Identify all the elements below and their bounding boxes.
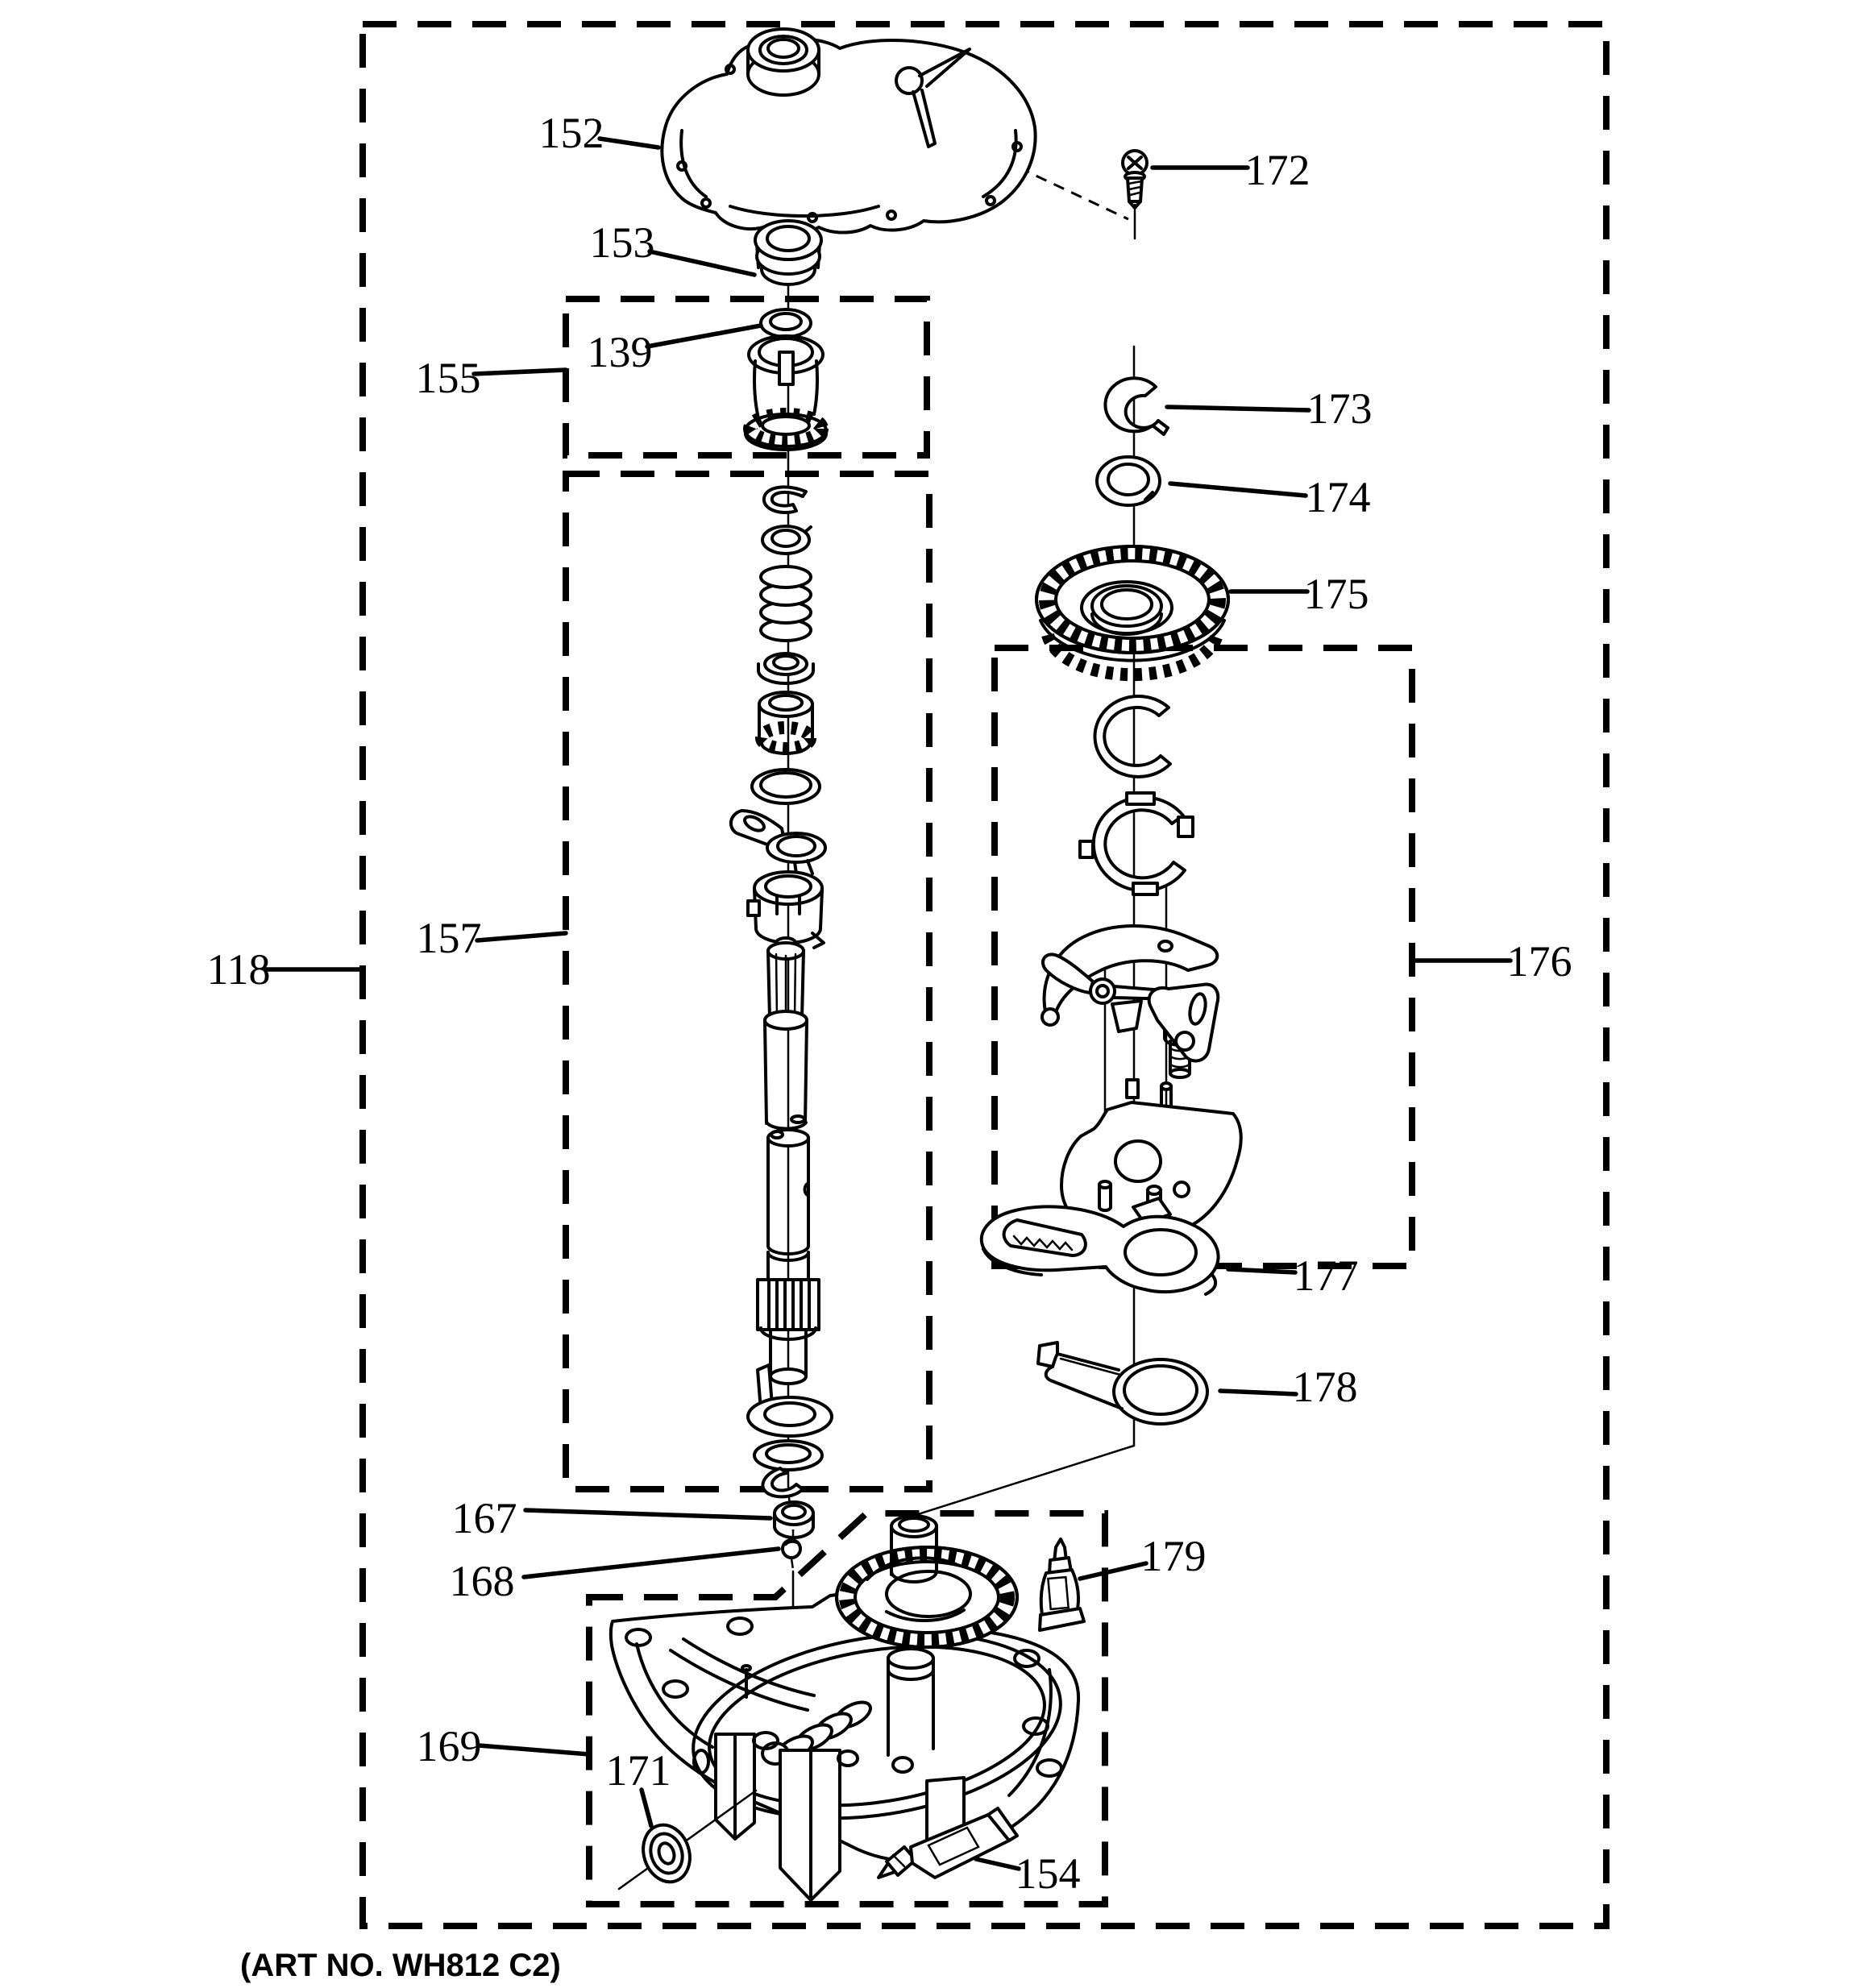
housing-legs xyxy=(714,1733,966,1902)
leader-lines xyxy=(264,136,1513,1871)
art-number: (ART NO. WH812 C2) xyxy=(240,1948,561,1983)
part-screw-172 xyxy=(1121,149,1148,210)
cup-washer xyxy=(757,652,815,685)
callout-168: 168 xyxy=(450,1557,515,1605)
tabbed-washer xyxy=(746,1363,833,1438)
leader-167 xyxy=(523,1508,773,1521)
retaining-clip xyxy=(762,485,808,514)
leader-169 xyxy=(476,1743,592,1757)
leader-153 xyxy=(647,249,757,277)
part-gear-case-cover-152 xyxy=(660,27,1037,234)
leader-171 xyxy=(639,1787,654,1828)
callout-167: 167 xyxy=(452,1494,517,1542)
seal-axis-line xyxy=(617,1789,758,1890)
callout-178: 178 xyxy=(1293,1363,1358,1411)
boundary-boxes xyxy=(359,21,1610,1929)
leader-168 xyxy=(521,1546,781,1579)
part-seal-153 xyxy=(754,219,823,286)
callout-171: 171 xyxy=(606,1746,671,1795)
leader-139 xyxy=(645,323,763,349)
callout-155: 155 xyxy=(416,354,481,402)
box-176 xyxy=(991,645,1415,1269)
leader-177 xyxy=(1226,1267,1298,1275)
shift-cam-lever xyxy=(729,809,827,875)
callout-152: 152 xyxy=(539,109,604,157)
leader-173 xyxy=(1165,405,1311,413)
leader-178 xyxy=(1218,1388,1298,1397)
part-coupling-139 xyxy=(743,308,829,451)
housing-mount-holes xyxy=(625,1617,1063,1778)
box-118-outer-assembly xyxy=(359,21,1610,1929)
callout-172: 172 xyxy=(1245,146,1310,194)
part-shaft-seal-171 xyxy=(642,1823,692,1884)
box-169-lower-assembly xyxy=(586,1510,1108,1907)
leader-155 xyxy=(471,367,568,376)
part-internal-gear xyxy=(835,1514,1019,1649)
callout-173: 173 xyxy=(1307,384,1373,433)
clutch-collar xyxy=(746,870,825,949)
part-drive-gear-175 xyxy=(1035,545,1230,682)
leader-157 xyxy=(475,931,568,943)
leader-152 xyxy=(597,136,661,150)
brake-band-upper xyxy=(1093,694,1172,778)
callout-153: 153 xyxy=(590,218,655,267)
screw-position-dashed-line xyxy=(1018,166,1129,221)
leader-154 xyxy=(974,1857,1021,1871)
axis-lines xyxy=(787,76,1136,1720)
splined-upper-shaft xyxy=(763,936,808,1131)
housing-bearing-boss xyxy=(887,1647,935,1757)
shift-arm-curved xyxy=(1040,924,1219,1027)
cover-pointer-arrow xyxy=(918,48,971,88)
callout-labels: 152 172 153 139 155 173 174 175 118 157 … xyxy=(207,109,1572,1898)
spring xyxy=(759,565,812,642)
callout-157: 157 xyxy=(417,914,482,962)
part-washer-174 xyxy=(1095,455,1161,507)
callout-176: 176 xyxy=(1507,937,1572,986)
part-lubricant-tube-179 xyxy=(1038,1538,1086,1632)
part-anchor-plate-178 xyxy=(1036,1341,1209,1426)
part-cam-plate-177 xyxy=(979,1205,1220,1296)
part-stack-157 xyxy=(729,485,833,1499)
callout-175: 175 xyxy=(1304,570,1369,618)
brake-band-lower xyxy=(1078,791,1194,896)
part-ball-168 xyxy=(781,1538,802,1559)
part-bearing-cup-167 xyxy=(773,1500,815,1539)
callout-179: 179 xyxy=(1141,1532,1207,1580)
pinion-gear xyxy=(755,691,816,755)
part-gear-case-housing-169 xyxy=(609,1591,1081,1902)
cover-pointer-hub xyxy=(895,66,924,95)
leader-179 xyxy=(1078,1561,1148,1581)
box-157 xyxy=(563,471,932,1492)
callout-174: 174 xyxy=(1306,473,1371,521)
leader-174 xyxy=(1168,481,1308,498)
callout-169: 169 xyxy=(417,1722,482,1770)
callout-118: 118 xyxy=(207,945,271,994)
box-155 xyxy=(563,296,930,459)
retaining-clip-lower xyxy=(761,1467,804,1499)
pawl-lever xyxy=(1147,982,1220,1063)
part-clutch-band-assembly-176 xyxy=(1040,694,1243,1239)
base-plate xyxy=(1060,1078,1243,1239)
callout-139: 139 xyxy=(588,328,653,376)
part-lubricant-tube-154 xyxy=(877,1807,1019,1879)
part-snap-ring-173 xyxy=(1103,376,1169,436)
callout-177: 177 xyxy=(1294,1251,1359,1300)
callout-154: 154 xyxy=(1016,1849,1081,1898)
